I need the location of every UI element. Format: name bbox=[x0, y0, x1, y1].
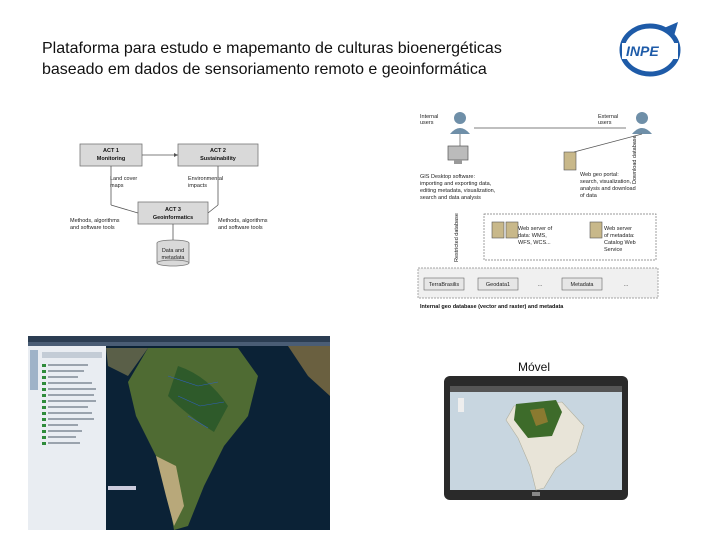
db-3: ... bbox=[538, 282, 543, 288]
methods-right-2: and software tools bbox=[218, 225, 263, 231]
act2-label-1: ACT 2 bbox=[210, 148, 226, 154]
web-portal-4: of data bbox=[580, 193, 598, 199]
inpe-logo: INPE bbox=[619, 22, 681, 77]
gis-desktop-2: importing and exporting data, bbox=[420, 181, 492, 187]
db-1: TerraBrasilis bbox=[429, 282, 460, 288]
logo-text: INPE bbox=[626, 43, 659, 59]
web-server-meta-3: Catalog Web bbox=[604, 240, 636, 246]
external-users-2: users bbox=[598, 120, 612, 126]
db-5: ... bbox=[624, 282, 629, 288]
web-server-meta-2: of metadata: bbox=[604, 233, 635, 239]
architecture-diagram: Internal users External users GIS Deskto… bbox=[414, 110, 660, 314]
methods-right-1: Methods, algorithms bbox=[218, 218, 268, 224]
db-4: Metadata bbox=[571, 282, 595, 288]
side-right: Download database bbox=[632, 135, 638, 184]
south-america-land bbox=[128, 348, 258, 530]
methods-left-1: Methods, algorithms bbox=[70, 218, 120, 224]
web-portal-1: Web geo portal: bbox=[580, 172, 619, 178]
env-impacts-label-2: impacts bbox=[188, 183, 207, 189]
gis-desktop-3: editing metadata, visualization, bbox=[420, 188, 496, 194]
act3-label-1: ACT 3 bbox=[165, 207, 181, 213]
act1-label-2: Monitoring bbox=[97, 156, 125, 162]
desktop-gis-screenshot bbox=[28, 336, 330, 530]
methods-left-2: and software tools bbox=[70, 225, 115, 231]
web-server-meta-4: Service bbox=[604, 247, 622, 253]
web-server-data-2: data: WMS, bbox=[518, 233, 547, 239]
data-label-1: Data and bbox=[162, 248, 184, 254]
tablet-zoom-control[interactable] bbox=[458, 398, 464, 412]
zoom-control[interactable] bbox=[30, 350, 38, 390]
web-server-data-1: Web server of bbox=[518, 226, 553, 232]
gis-map bbox=[28, 336, 330, 530]
external-users-1: External bbox=[598, 114, 618, 120]
web-server-meta-1: Web server bbox=[604, 226, 632, 232]
act1-label-1: ACT 1 bbox=[103, 148, 119, 154]
web-portal-3: analysis and download bbox=[580, 186, 636, 192]
land-cover-label-1: Land cover bbox=[110, 176, 137, 182]
external-user-icon bbox=[636, 112, 648, 124]
web-portal-2: search, visualization, bbox=[580, 179, 632, 185]
act3-label-2: Geoinformatics bbox=[153, 215, 193, 221]
internal-users-1: Internal bbox=[420, 114, 438, 120]
land-cover-label-2: maps bbox=[110, 183, 124, 189]
server-icon bbox=[563, 151, 577, 171]
acts-diagram: ACT 1 Monitoring ACT 2 Sustainability La… bbox=[68, 140, 280, 270]
desktop-computer-icon bbox=[447, 145, 469, 161]
side-left: Restricted database bbox=[454, 213, 460, 262]
db-2: Geodata1 bbox=[486, 282, 510, 288]
gis-desktop-4: search and data analysis bbox=[420, 195, 481, 201]
env-impacts-label-1: Environmental bbox=[188, 176, 223, 182]
internal-users-2: users bbox=[420, 120, 434, 126]
arch-footer: Internal geo database (vector and raster… bbox=[420, 304, 564, 310]
mobile-label: Móvel bbox=[518, 360, 551, 374]
tablet-device bbox=[444, 376, 628, 500]
web-server-data-3: WFS, WCS... bbox=[518, 240, 551, 246]
data-label-2: metadata bbox=[162, 255, 186, 261]
internal-user-icon bbox=[454, 112, 466, 124]
slide-title: Plataforma para estudo e mapemanto de cu… bbox=[42, 40, 502, 78]
act2-label-2: Sustainability bbox=[200, 156, 237, 162]
database-cylinder bbox=[156, 259, 190, 267]
gis-desktop-1: GIS Desktop software: bbox=[420, 174, 475, 180]
